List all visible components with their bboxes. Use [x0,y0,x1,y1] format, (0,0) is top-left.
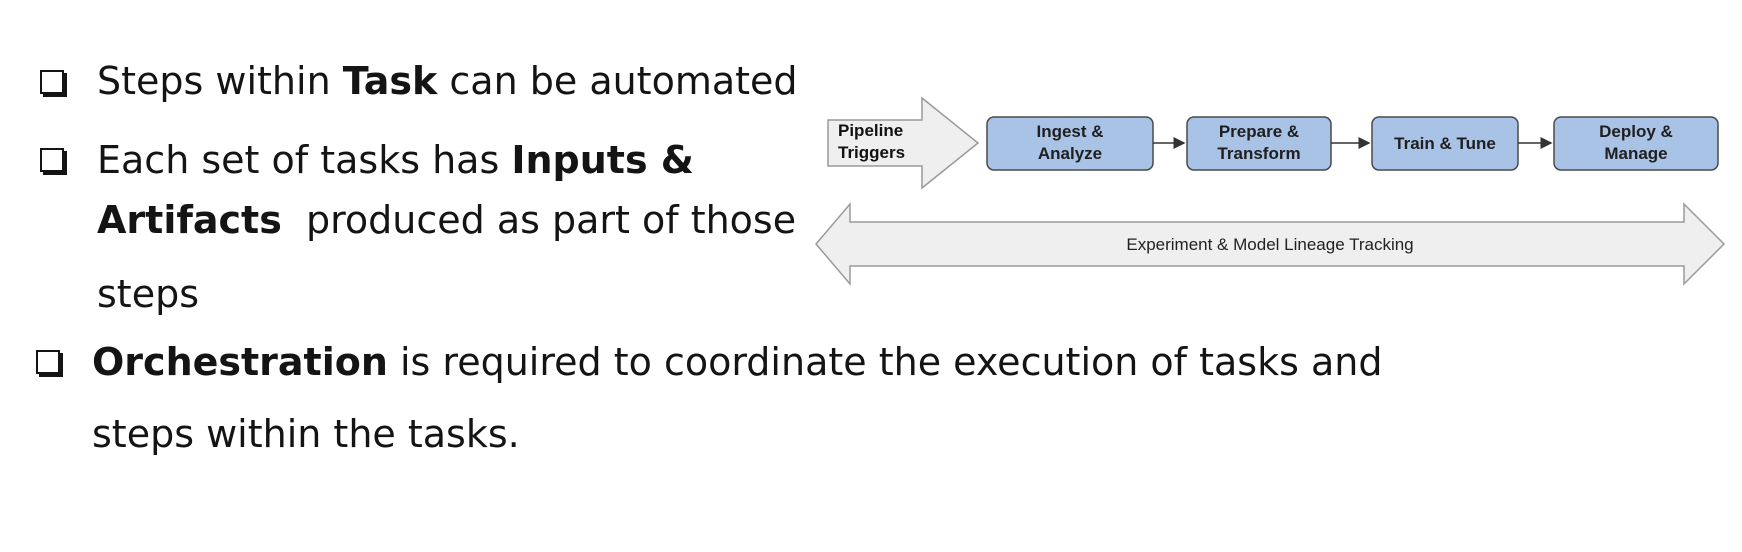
trigger-label-line-2: Triggers [838,143,905,162]
checkbox-icon [36,350,60,374]
pipeline-diagram: Pipeline Triggers Ingest & Analyze Prepa… [815,96,1726,287]
stage-deploy-line-2: Manage [1604,144,1667,163]
bullet-2-line-1: Each set of tasks has Inputs & [97,138,694,182]
stage-prepare-line-2: Transform [1217,144,1300,163]
bullet-1-line-1: Steps within Task can be automated [97,59,798,103]
stage-prepare-line-1: Prepare & [1219,122,1299,141]
bullet-2-line-2: Artifacts produced as part of those [97,198,797,242]
stage-ingest-line-1: Ingest & [1036,122,1103,141]
trigger-label-line-1: Pipeline [838,121,903,140]
bullet-2-line-3: steps [97,272,199,316]
checkbox-icon [40,70,64,94]
stage-box-deploy [1553,116,1719,171]
stage-train-label: Train & Tune [1394,134,1496,153]
pipeline-triggers-arrow [827,96,980,190]
stage-ingest-line-2: Analyze [1038,144,1102,163]
lineage-double-arrow [815,201,1726,287]
checkbox-icon [40,148,64,172]
lineage-label: Experiment & Model Lineage Tracking [1126,235,1413,254]
bullet-3-line-2: steps within the tasks. [92,412,520,456]
stage-deploy-line-1: Deploy & [1599,122,1673,141]
bullet-3-line-1: Orchestration is required to coordinate … [92,340,1383,384]
